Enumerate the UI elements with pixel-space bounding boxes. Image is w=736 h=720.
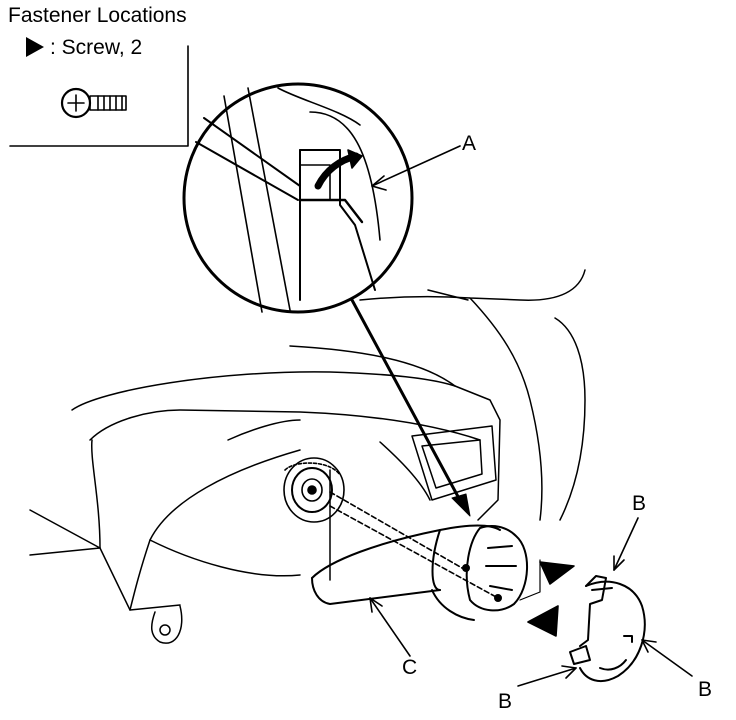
detail-magnifier: [182, 82, 414, 314]
lever-cover: [569, 575, 646, 683]
seat-body: [29, 269, 586, 644]
recliner-hub: [283, 457, 499, 599]
screw-marker-upper: [539, 561, 575, 585]
legend-item-label: : Screw, 2: [50, 36, 143, 59]
legend-frame: [9, 45, 189, 147]
legend-item: : Screw, 2: [26, 36, 142, 60]
callout-b-bottom: B: [498, 690, 513, 713]
detail-leader-line: [350, 298, 464, 506]
callout-a-leader: [371, 145, 461, 187]
triangle-marker-icon: [26, 37, 44, 57]
callout-c-leader: [369, 597, 411, 657]
callout-c: C: [402, 656, 418, 679]
recliner-lever: [311, 524, 528, 621]
screw-marker-lower: [527, 605, 559, 637]
callout-b-right-leader: [641, 639, 693, 677]
callout-a: A: [462, 132, 477, 155]
callout-b-right: B: [698, 678, 713, 701]
legend-title: Fastener Locations: [8, 4, 187, 27]
callout-b-top: B: [632, 492, 647, 515]
callout-b-bottom-leader: [517, 667, 577, 687]
screw-icon: [60, 87, 127, 119]
callout-b-top-leader: [613, 517, 639, 571]
